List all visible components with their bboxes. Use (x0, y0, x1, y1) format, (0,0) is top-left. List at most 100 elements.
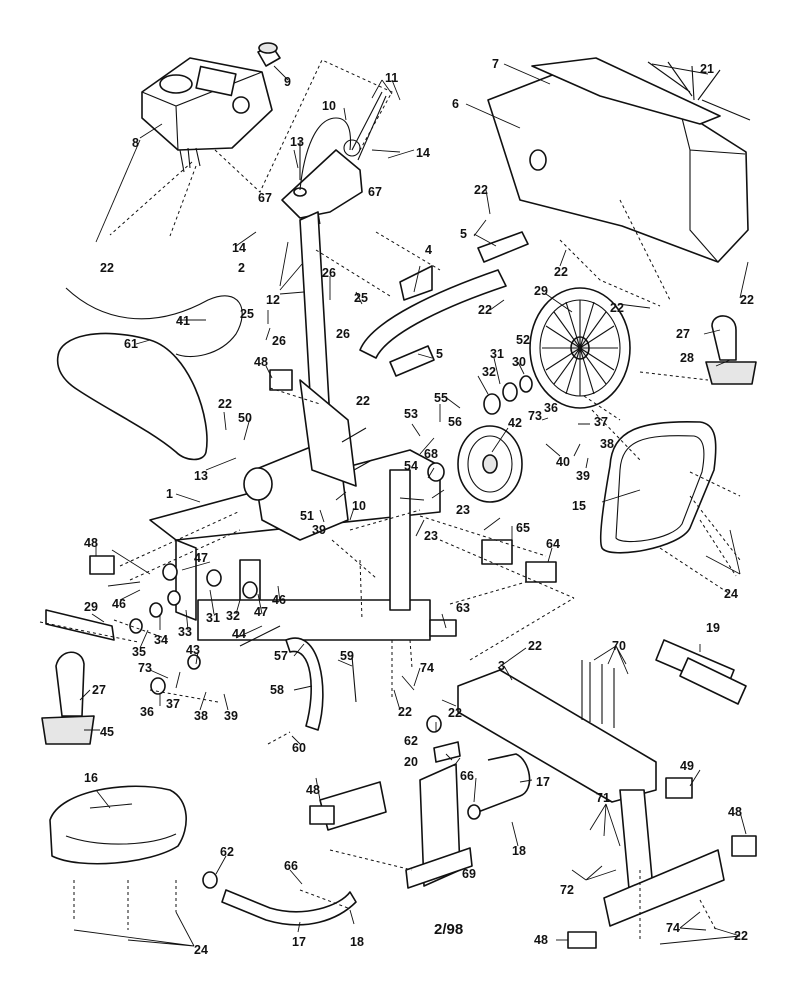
seat-carriage (319, 741, 473, 889)
callout-39-right: 39 (576, 469, 590, 483)
callout-73-left: 73 (138, 661, 152, 675)
callout-46-right: 46 (272, 593, 286, 607)
seat-handle-right (477, 753, 531, 813)
seat-cushion (49, 785, 187, 865)
callout-18-right: 18 (512, 844, 526, 858)
callout-22-right: 22 (740, 293, 754, 307)
callout-22-lower: 22 (610, 301, 624, 315)
callout-17-right: 17 (536, 775, 550, 789)
callout-20: 20 (404, 755, 418, 769)
callout-41: 41 (176, 314, 190, 328)
callout-22-center: 22 (356, 394, 370, 408)
left-pedal (41, 651, 95, 745)
tension-cable (299, 117, 352, 191)
callout-69: 69 (462, 867, 476, 881)
callout-18-left: 18 (350, 935, 364, 949)
callout-68: 68 (424, 447, 438, 461)
callout-34: 34 (154, 633, 168, 647)
end-cap-63 (429, 619, 457, 637)
callout-48-mid: 48 (306, 783, 320, 797)
callout-48-front: 48 (84, 536, 98, 550)
callout-24-back: 24 (724, 587, 738, 601)
callout-22-shroud: 22 (474, 183, 488, 197)
callout-33: 33 (178, 625, 192, 639)
callout-3: 3 (498, 659, 505, 673)
callout-47-left: 47 (194, 551, 208, 565)
assembly-leaders (39, 199, 741, 940)
foam-grips (655, 639, 747, 705)
callout-38-right: 38 (600, 437, 614, 451)
callout-62-mid: 62 (404, 734, 418, 748)
callout-30: 30 (512, 355, 526, 369)
callout-45: 45 (100, 725, 114, 739)
upright-post (281, 139, 363, 431)
end-cap-48-front (89, 555, 115, 575)
callout-13-top: 13 (290, 135, 304, 149)
callout-labels: 7 6 21 8 9 11 10 13 14 67 67 14 2 22 4 5… (84, 57, 754, 957)
callout-51: 51 (300, 509, 314, 523)
callout-22-rearbolt: 22 (448, 706, 462, 720)
callout-70: 70 (612, 639, 626, 653)
callout-46-left: 46 (112, 597, 126, 611)
callout-55: 55 (434, 391, 448, 405)
right-shroud (531, 57, 721, 125)
callout-19: 19 (706, 621, 720, 635)
callout-13-left: 13 (194, 469, 208, 483)
callout-73-right: 73 (528, 409, 542, 423)
callout-54: 54 (404, 459, 418, 473)
end-cap-48-bottom (567, 931, 597, 949)
callout-64: 64 (546, 537, 560, 551)
callout-32-left: 32 (226, 609, 240, 623)
callout-50: 50 (238, 411, 252, 425)
callout-22-console: 22 (100, 261, 114, 275)
callout-23-right: 23 (456, 503, 470, 517)
callout-15: 15 (572, 499, 586, 513)
end-cap-64 (525, 561, 557, 583)
callout-leaders (73, 63, 749, 947)
callout-24-seat: 24 (194, 943, 208, 957)
callout-26-top: 26 (322, 266, 336, 280)
callout-22-bar: 22 (478, 303, 492, 317)
callout-40: 40 (556, 455, 570, 469)
end-cap-49 (665, 777, 693, 799)
callout-5-top: 5 (460, 227, 467, 241)
callout-22-frame: 22 (398, 705, 412, 719)
callout-58: 58 (270, 683, 284, 697)
left-crank-arm (45, 609, 115, 641)
callout-44: 44 (232, 627, 246, 641)
callout-27-left: 27 (92, 683, 106, 697)
callout-42: 42 (508, 416, 522, 430)
seat-handle-left (221, 889, 357, 926)
console-housing (141, 57, 273, 173)
callout-47-right: 47 (254, 605, 268, 619)
callout-25-right: 25 (354, 291, 368, 305)
callout-57: 57 (274, 649, 288, 663)
callout-49: 49 (680, 759, 694, 773)
drive-pulley (457, 425, 523, 503)
rear-frame (457, 669, 725, 927)
callout-22-base: 22 (734, 929, 748, 943)
washer-30 (519, 375, 533, 393)
callout-63: 63 (456, 601, 470, 615)
callout-12: 12 (266, 293, 280, 307)
end-cap-48-mid (309, 805, 335, 825)
callout-56: 56 (448, 415, 462, 429)
callout-2: 2 (238, 261, 245, 275)
right-pedal (705, 315, 757, 385)
callout-32-top: 32 (482, 365, 496, 379)
callout-26-left: 26 (272, 334, 286, 348)
callout-4: 4 (425, 243, 432, 257)
callout-8: 8 (132, 136, 139, 150)
callout-22-left: 22 (218, 397, 232, 411)
end-cap-48-upper (269, 369, 293, 391)
callout-66-left: 66 (284, 859, 298, 873)
callout-1: 1 (166, 487, 173, 501)
callout-36: 36 (544, 401, 558, 415)
callout-36-left: 36 (140, 705, 154, 719)
main-frame (149, 379, 441, 641)
callout-17-left: 17 (292, 935, 306, 949)
callout-67-right: 67 (368, 185, 382, 199)
date-code: 2/98 (434, 921, 463, 938)
callout-21: 21 (700, 62, 714, 76)
